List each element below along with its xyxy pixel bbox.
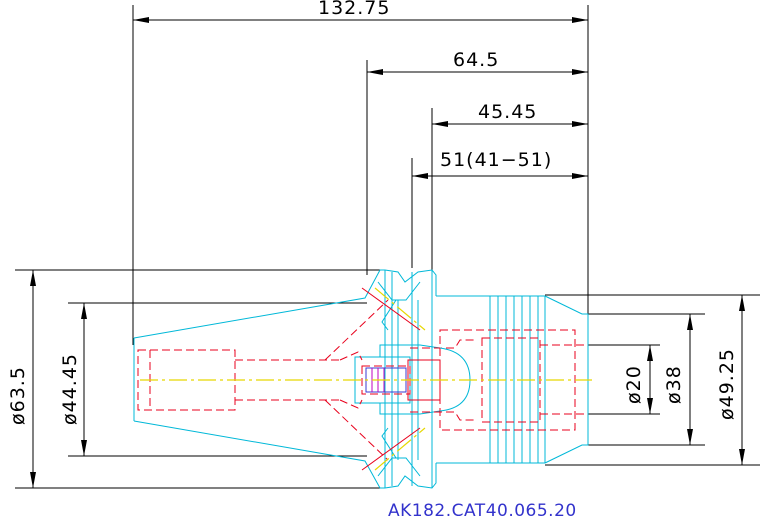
dim-flange-to-nose: 45.45	[478, 101, 537, 123]
dim-adjustable-length: 51(41−51)	[440, 149, 552, 171]
dim-body-diameter: ø49.25	[716, 348, 738, 420]
dim-overall-length: 132.75	[318, 0, 390, 19]
dim-bore-diameter: ø20	[623, 365, 645, 404]
dim-flange-diameter: ø63.5	[7, 366, 29, 425]
dim-gauge-length: 64.5	[453, 49, 499, 71]
centerlines	[140, 287, 592, 471]
dimension-lines	[15, 5, 760, 489]
dim-taper-diameter: ø44.45	[59, 353, 81, 425]
part-number: AK182.CAT40.065.20	[388, 501, 577, 521]
dim-nose-diameter: ø38	[663, 365, 685, 404]
hidden-lines	[137, 287, 588, 471]
